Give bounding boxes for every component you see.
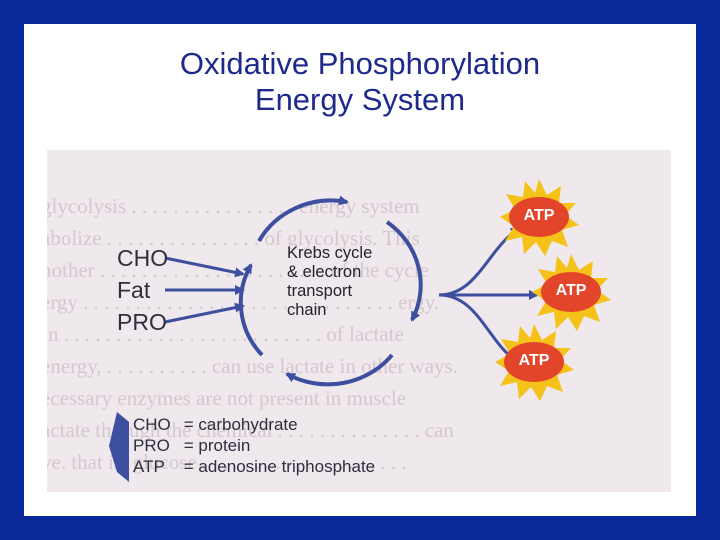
cycle-label-line-4: chain <box>287 301 327 319</box>
energy-system-diagram: glycolysis . . . . . . . . . . . . . . .… <box>47 150 671 492</box>
legend-meaning: = adenosine triphosphate <box>183 457 376 476</box>
atp-burst-1 <box>500 179 579 256</box>
input-arrows <box>164 256 245 324</box>
cycle-arrow-bottom <box>285 353 394 387</box>
legend-meaning: = protein <box>183 436 251 455</box>
legend-bracket <box>109 412 129 482</box>
legend: CHO = carbohydrate PRO = protein ATP = a… <box>133 414 375 477</box>
atp-label-1: ATP <box>523 207 555 224</box>
pro-arrow <box>164 302 245 324</box>
atp-burst-2 <box>532 254 611 331</box>
title-line-2: Energy System <box>254 82 466 117</box>
title-line-1: Oxidative Phosphorylation <box>179 46 541 81</box>
input-fat-label: Fat <box>117 277 151 303</box>
legend-abbr: ATP <box>133 457 165 476</box>
cycle-label-line-1: Krebs cycle <box>287 244 373 262</box>
atp-label-3: ATP <box>518 352 550 369</box>
slide: Oxidative Phosphorylation Energy System … <box>24 24 696 516</box>
input-pro-label: PRO <box>117 309 167 335</box>
cycle-arrow-right <box>385 220 423 322</box>
cycle-label-line-2: & electron <box>287 263 362 281</box>
cycle-label-line-3: transport <box>287 282 353 300</box>
legend-meaning: = carbohydrate <box>183 415 298 434</box>
cycle-arrow-top <box>257 195 349 242</box>
diagram-graphics <box>109 179 611 482</box>
legend-abbr: PRO <box>133 436 170 455</box>
legend-abbr: CHO <box>133 415 171 434</box>
legend-row-pro: PRO = protein <box>133 435 375 456</box>
output-arrow-bottom <box>438 293 517 362</box>
legend-row-cho: CHO = carbohydrate <box>133 414 375 435</box>
input-cho-label: CHO <box>117 245 169 271</box>
atp-burst-3 <box>495 324 574 401</box>
slide-title: Oxidative Phosphorylation Energy System <box>24 46 696 118</box>
krebs-cycle-label: Krebs cycle & electron transport chain <box>287 244 372 320</box>
legend-row-atp: ATP = adenosine triphosphate <box>133 456 375 477</box>
background-text-texture: glycolysis . . . . . . . . . . . . . . .… <box>47 194 420 218</box>
atp-label-2: ATP <box>555 282 587 299</box>
cho-arrow <box>164 256 245 278</box>
cycle-arrow-left <box>238 263 264 357</box>
